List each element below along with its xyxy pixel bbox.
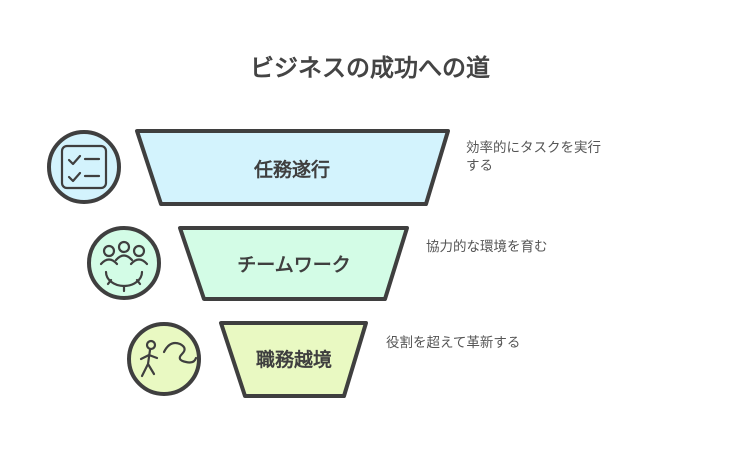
stage-3-label: 職務越境 bbox=[256, 348, 332, 371]
team-gear-icon bbox=[87, 226, 161, 300]
stage-3-description-line-1: 役割を超えて革新する bbox=[386, 334, 520, 351]
diagram-title: ビジネスの成功への道 bbox=[250, 54, 490, 82]
stage-1: 任務遂行 効率的にタスクを実行 する bbox=[47, 129, 601, 206]
stage-1-description-line-2: する bbox=[466, 158, 493, 174]
stage-2-description-line-1: 協力的な環境を育む bbox=[426, 239, 548, 255]
stage-2-band bbox=[180, 228, 407, 299]
stage-1-description-line-1: 効率的にタスクを実行 bbox=[466, 139, 601, 156]
stage-2-label: チームワーク bbox=[237, 254, 350, 276]
stage-2: チームワーク 協力的な環境を育む bbox=[87, 226, 548, 301]
checklist-icon bbox=[47, 130, 121, 204]
person-path-icon bbox=[127, 322, 201, 396]
stage-3-band bbox=[221, 323, 366, 396]
stage-1-label: 任務遂行 bbox=[253, 158, 330, 181]
stage-1-band bbox=[137, 131, 448, 204]
stage-3: 職務越境 役割を超えて革新する bbox=[127, 321, 520, 398]
